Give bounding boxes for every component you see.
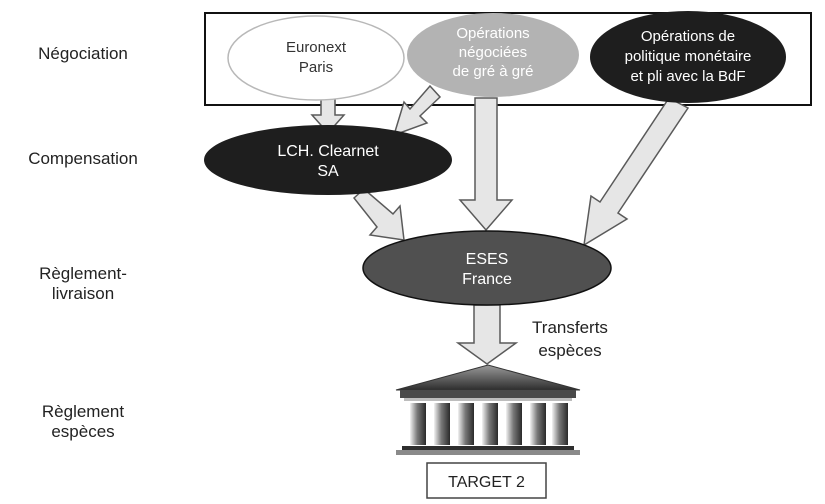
bank-base: [396, 450, 580, 455]
bank-entablature-strip: [404, 398, 572, 401]
arrow-eses-to-target: [455, 304, 519, 365]
node-euronext: Euronext Paris: [227, 15, 405, 101]
node-eses-france: ESES France: [362, 230, 612, 306]
gre-line1: Opérations: [456, 25, 529, 42]
bank-base-top: [402, 446, 574, 450]
stage-label-line: Règlement-: [39, 264, 127, 283]
lch-line1: LCH. Clearnet: [277, 143, 379, 160]
bank-column: [506, 403, 522, 445]
arrows: [310, 84, 690, 365]
lch-line2: SA: [317, 163, 339, 180]
stage-label-line: espèces: [51, 422, 115, 441]
eses-line1: ESES: [466, 251, 509, 268]
euronext-ellipse: [227, 15, 405, 101]
bdf-line1: Opérations de: [641, 28, 735, 45]
transfer-label-line1: Transferts: [532, 318, 608, 337]
transfer-label-line2: espèces: [538, 341, 601, 360]
bdf-line2: politique monétaire: [625, 48, 752, 65]
node-gre-a-gre: Opérations négociées de gré à gré: [407, 13, 579, 97]
bdf-line3: et pli avec la BdF: [630, 68, 745, 85]
gre-line3: de gré à gré: [453, 63, 534, 80]
arrow-bdf-to-eses: [583, 97, 690, 247]
bank-column: [530, 403, 546, 445]
target2-label: TARGET 2: [448, 474, 525, 491]
stage-label-line: Règlement: [41, 402, 125, 421]
node-lch-clearnet: LCH. Clearnet SA: [204, 125, 452, 195]
euronext-line1: Euronext: [286, 39, 347, 56]
stage-label-line: Négociation: [38, 44, 128, 63]
bank-column: [410, 403, 426, 445]
bank-column: [458, 403, 474, 445]
bank-column: [434, 403, 450, 445]
bank-building-icon: [395, 364, 581, 455]
gre-line2: négociées: [459, 44, 527, 61]
gre-ellipse: [407, 13, 579, 97]
bdf-ellipse: [590, 11, 786, 103]
arrow-lch-to-eses: [352, 188, 405, 241]
eses-ellipse: [362, 230, 612, 306]
node-bdf: Opérations de politique monétaire et pli…: [590, 11, 786, 103]
bank-column: [552, 403, 568, 445]
bank-column: [482, 403, 498, 445]
target2-box: [426, 462, 547, 499]
stage-label-compensation: Compensation: [8, 149, 158, 169]
bank-roof: [395, 364, 581, 391]
stage-label-reglement-especes: Règlement espèces: [8, 402, 158, 442]
stage-label-line: Compensation: [28, 149, 138, 168]
arrow-gre-to-lch: [392, 84, 442, 137]
stage-label-negociation: Négociation: [8, 44, 158, 64]
eses-line2: France: [462, 271, 512, 288]
stage-label-line: livraison: [51, 284, 115, 303]
lch-ellipse: [204, 125, 452, 195]
euronext-line2: Paris: [299, 59, 333, 76]
bank-entablature: [400, 390, 576, 398]
stage-label-reglement-livraison: Règlement- livraison: [8, 264, 158, 304]
bank-columns: [410, 403, 568, 445]
arrow-gre-to-eses: [458, 97, 514, 232]
